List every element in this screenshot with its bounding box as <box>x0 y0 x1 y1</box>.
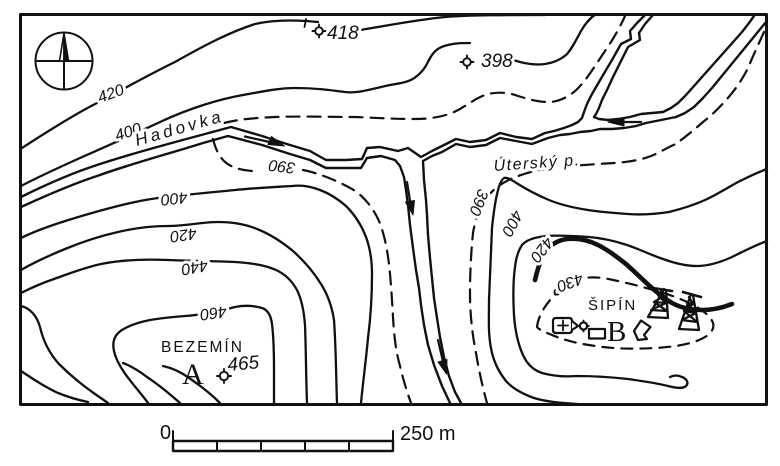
svg-text:B: B <box>607 316 626 348</box>
svg-text:A: A <box>182 358 204 391</box>
svg-text:BEZEMÍN: BEZEMÍN <box>161 339 244 356</box>
svg-text:398: 398 <box>481 51 513 72</box>
svg-text:0: 0 <box>160 422 171 444</box>
svg-text:400: 400 <box>160 188 188 208</box>
svg-text:ŠIPÍN: ŠIPÍN <box>588 297 637 314</box>
svg-text:390: 390 <box>268 156 297 176</box>
svg-text:465: 465 <box>227 352 261 376</box>
svg-text:418: 418 <box>327 23 359 44</box>
svg-text:250 m: 250 m <box>400 423 456 445</box>
